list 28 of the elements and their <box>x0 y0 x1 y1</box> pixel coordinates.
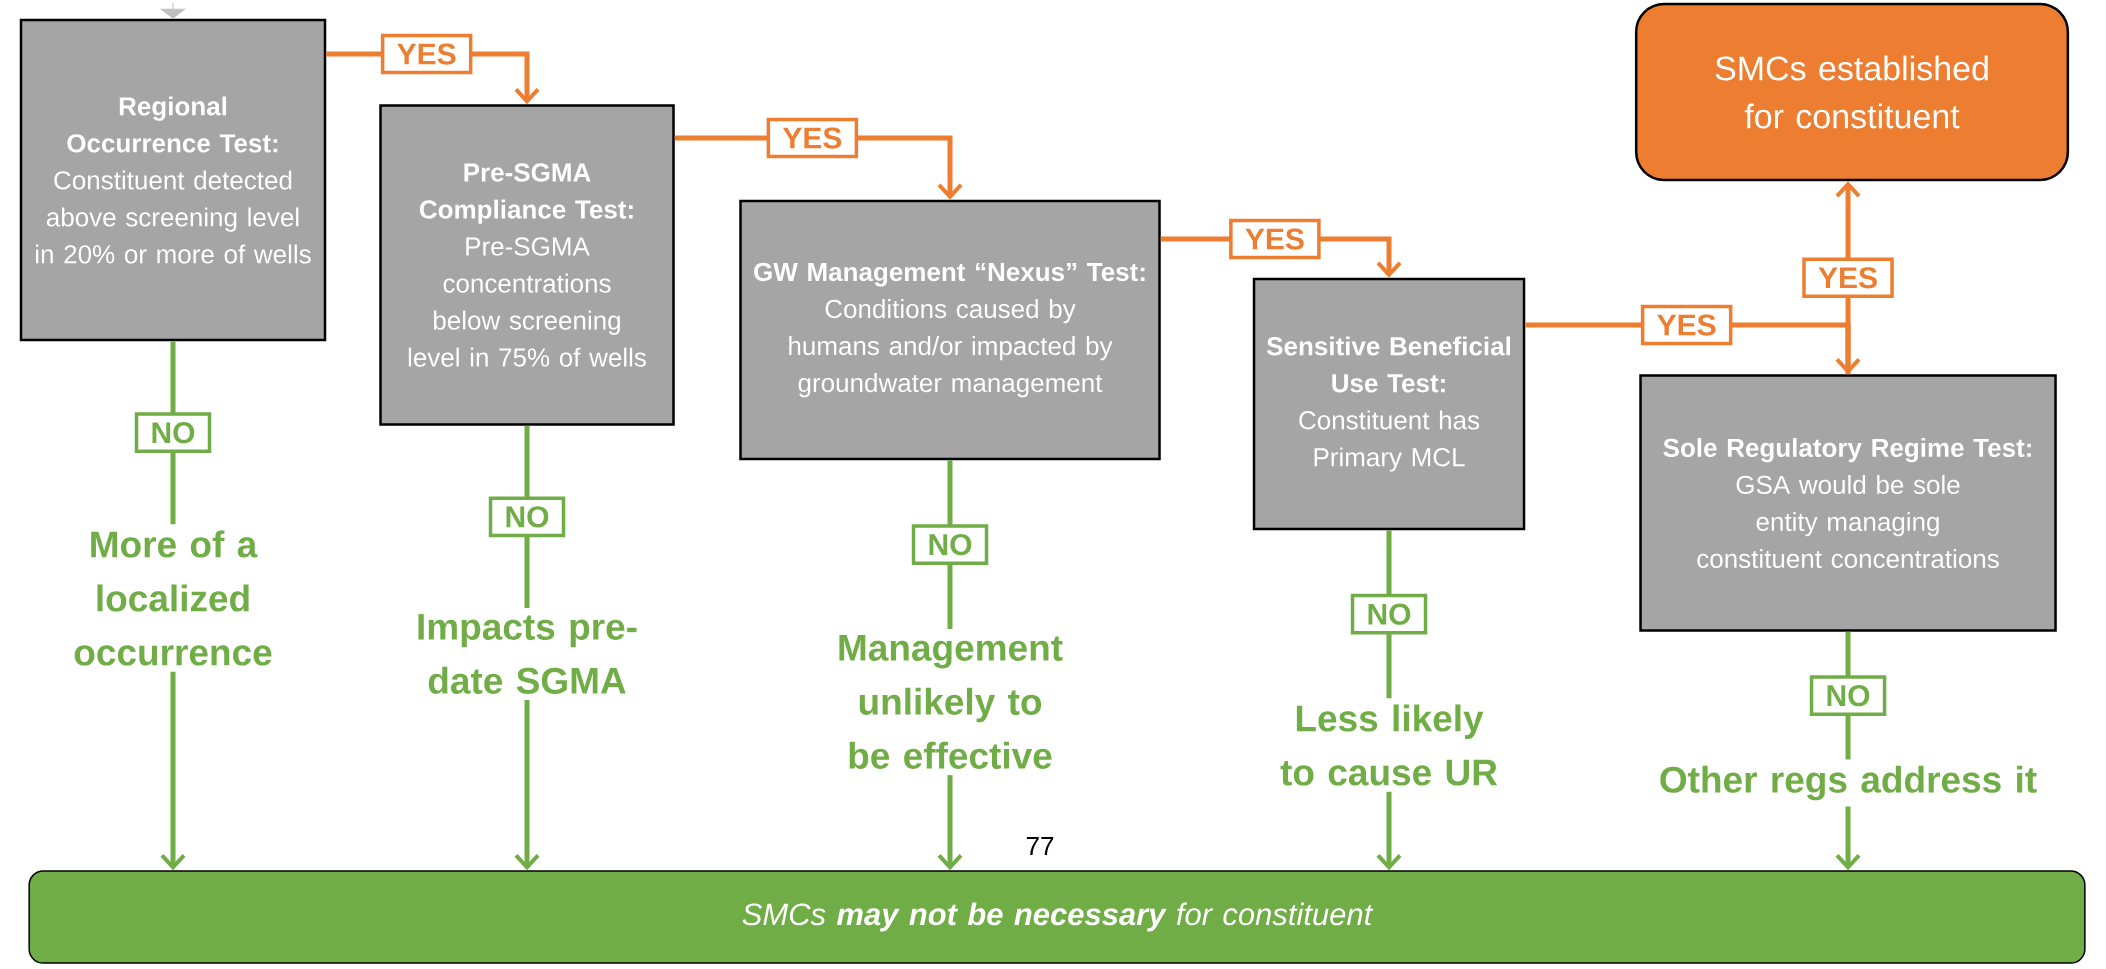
test-box: Sole Regulatory Regime Test: GSA would be sole entity managing constituent concentrations <box>1639 374 2057 632</box>
edge-label: YES <box>1229 218 1321 260</box>
arrow <box>160 2 186 19</box>
edge-label: NO <box>1809 675 1887 716</box>
edge-label: YES <box>380 33 473 75</box>
edge-label: NO <box>134 412 212 454</box>
arrow <box>1835 806 1861 871</box>
outcome-text: Less likely to cause UR <box>1280 704 1498 786</box>
test-box: Regional Occurrence Test: Constituent detected above screening level in 20% or more of wells <box>19 18 327 342</box>
outcome-text: Other regs address it <box>1660 765 2037 801</box>
arrow <box>514 700 540 871</box>
edge-label: NO <box>488 496 566 538</box>
outcome-text: More of a localized occurrence <box>74 530 272 666</box>
edge-label: NO <box>1350 593 1428 635</box>
edge-label: YES <box>1640 304 1733 346</box>
outcome-text: Impacts pre-date SGMA <box>418 614 637 694</box>
result-box: SMCs established for constituent <box>1634 2 2070 182</box>
outcome-text: Management unlikely to be effective <box>839 635 1063 769</box>
edge-label: YES <box>766 117 859 159</box>
edge-label: NO <box>911 524 989 565</box>
edge-label: YES <box>1802 257 1894 299</box>
test-box: Pre-SGMA Compliance Test: Pre-SGMA concentrations below screening level in 75% of wells <box>379 104 675 426</box>
test-box: Sensitive Beneficial Use Test: Constituent has Primary MCL <box>1252 277 1526 531</box>
outcome-bar: SMCs may not be necessary for constituent <box>28 870 2086 964</box>
arrow <box>160 671 186 871</box>
arrow <box>937 775 963 871</box>
arrow <box>1376 791 1402 871</box>
test-box: GW Management “Nexus” Test: Conditions caused by humans and/or impacted by groundwater management <box>739 199 1161 461</box>
